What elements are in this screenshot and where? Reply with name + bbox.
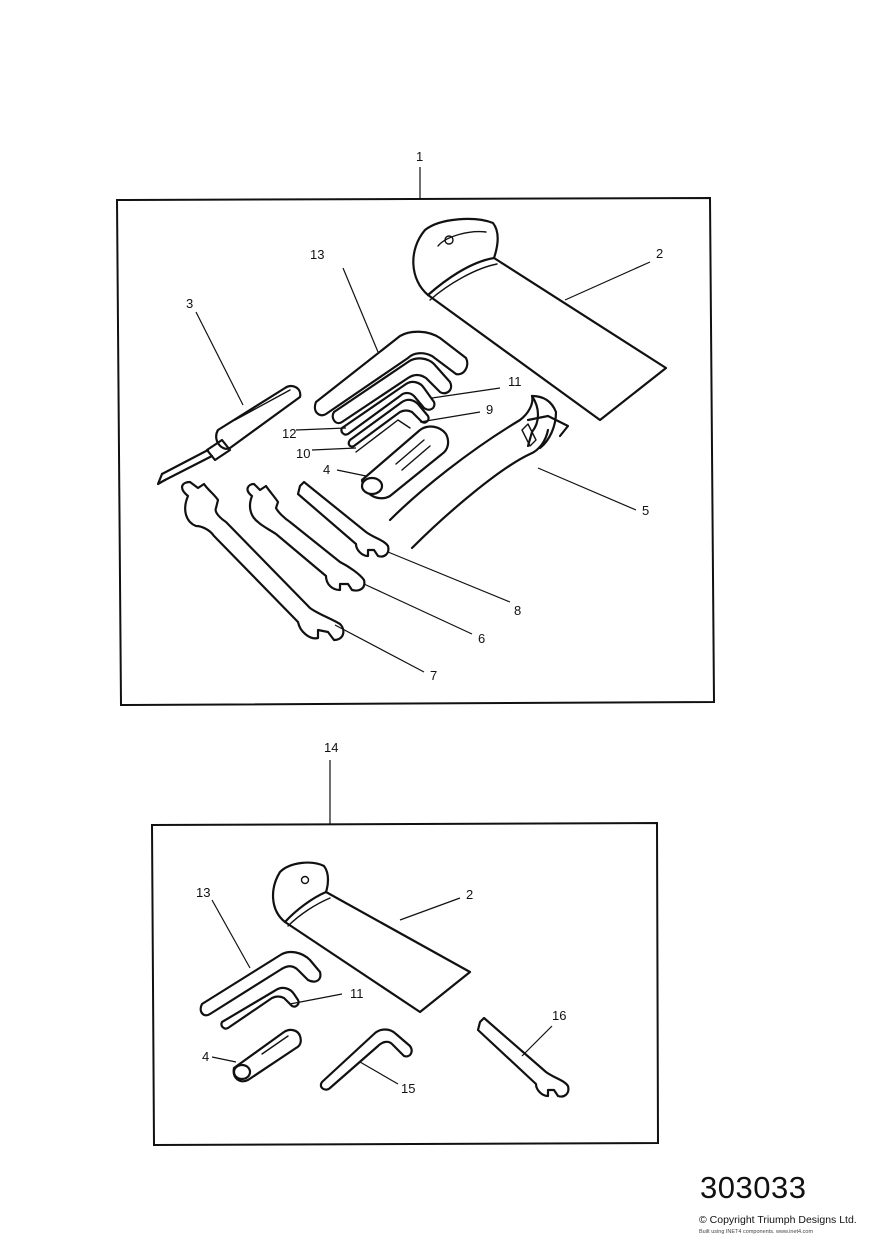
callout-1: 1	[416, 149, 423, 164]
callout-2: 2	[656, 246, 663, 261]
callout-3: 3	[186, 296, 193, 311]
callout-4-bottom: 4	[202, 1049, 209, 1064]
bottom-tool-roll-illustration	[272, 861, 472, 1014]
built-with-notice: Built using INET4 components. www.inet4.…	[699, 1229, 814, 1235]
bottom-hex-key-13-illustration	[199, 950, 322, 1017]
bottom-plug-spanner-illustration	[232, 1028, 302, 1083]
bottom-kit-panel: 14 2 13 11 4	[150, 740, 660, 1147]
top-kit-panel: 1 2 3 13	[115, 149, 716, 707]
callout-15: 15	[401, 1081, 415, 1096]
callout-10: 10	[296, 446, 310, 461]
callout-13: 13	[310, 247, 324, 262]
figure-number: 303033	[700, 1170, 807, 1205]
callout-9: 9	[486, 402, 493, 417]
plug-spanner-illustration	[360, 425, 450, 500]
copyright-notice: © Copyright Triumph Designs Ltd.	[699, 1214, 857, 1226]
tool-roll-illustration	[412, 217, 668, 422]
spanner-large-illustration	[181, 480, 345, 642]
callout-6: 6	[478, 631, 485, 646]
callout-14: 14	[324, 740, 338, 755]
screwdriver-illustration	[156, 384, 302, 486]
pliers-illustration	[388, 394, 570, 550]
callout-4: 4	[323, 462, 330, 477]
callout-13-bottom: 13	[196, 885, 210, 900]
callout-2-bottom: 2	[466, 887, 473, 902]
spanner-small-illustration	[296, 480, 390, 558]
callout-7: 7	[430, 668, 437, 683]
bottom-hex-key-11-illustration	[220, 986, 300, 1030]
callout-16: 16	[552, 1008, 566, 1023]
callout-5: 5	[642, 503, 649, 518]
callout-8: 8	[514, 603, 521, 618]
bottom-spanner-illustration	[476, 1016, 570, 1098]
callout-11-bottom: 11	[350, 986, 364, 1001]
bottom-bent-bar-illustration	[319, 1028, 413, 1091]
callout-12: 12	[282, 426, 296, 441]
callout-11: 11	[508, 374, 522, 389]
spanner-medium-illustration	[246, 482, 366, 592]
